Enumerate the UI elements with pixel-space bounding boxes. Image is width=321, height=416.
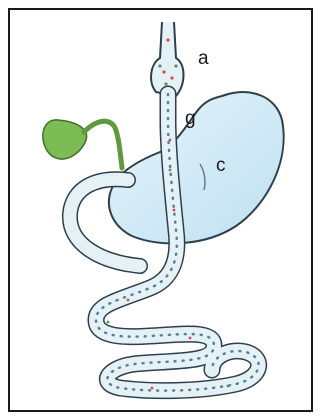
stomach — [109, 92, 284, 243]
label-g: g — [185, 108, 196, 129]
label-a: a — [198, 48, 209, 69]
gallbladder — [43, 120, 122, 168]
label-c: c — [216, 155, 226, 176]
